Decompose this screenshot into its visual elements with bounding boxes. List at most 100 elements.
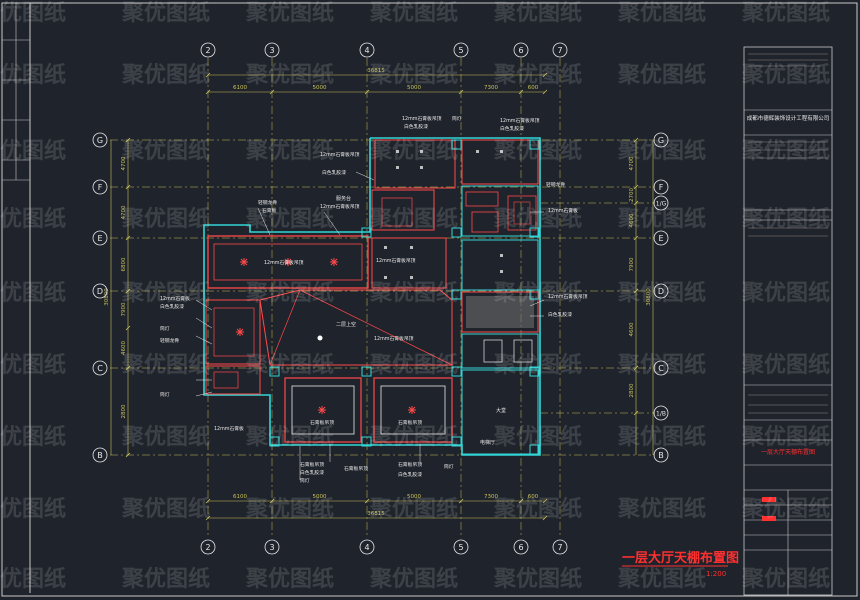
watermark-text: 聚优图纸: [369, 566, 458, 592]
note-bottom-3: 筒灯: [300, 477, 310, 484]
grid-label-row: F: [659, 183, 664, 192]
watermark-text: 聚优图纸: [245, 424, 334, 450]
grid-label-col: 5: [458, 46, 463, 55]
watermark-text: 聚优图纸: [0, 138, 66, 164]
grid-bubble-4: [359, 539, 375, 555]
void-diagonal-2: [299, 289, 453, 366]
watermark-text: 聚优图纸: [741, 424, 830, 450]
void-diagonal-1: [269, 289, 301, 366]
watermark-text: 聚优图纸: [245, 0, 334, 26]
grid-label-col: 3: [269, 543, 274, 552]
watermark-text: 聚优图纸: [245, 352, 334, 378]
dim-value: 4700: [629, 156, 635, 170]
watermark-text: 聚优图纸: [121, 62, 210, 88]
dim-value: 7900: [121, 302, 127, 316]
room-label-big: 大堂: [496, 407, 506, 414]
watermark-text: 聚优图纸: [121, 566, 210, 592]
dim-value: 5000: [407, 494, 421, 500]
note-zone3: 12mm石膏板吊顶: [376, 257, 416, 264]
grid-bubble-3: [264, 539, 280, 555]
dim-value: 5000: [407, 85, 421, 91]
dim-tick: [458, 89, 464, 95]
grid-label-row: D: [658, 287, 664, 296]
watermark-text: 聚优图纸: [369, 138, 458, 164]
note-zone1: 12mm石膏板吊顶: [264, 259, 304, 266]
watermark-text: 聚优图纸: [617, 62, 706, 88]
watermark-text: 聚优图纸: [493, 566, 582, 592]
dim-tick: [125, 325, 131, 331]
grid-bubble-E: [653, 230, 669, 246]
note-room-b2: 石膏板吊顶: [398, 419, 422, 426]
grid-label-row: B: [658, 451, 664, 460]
ceiling-zone-3: [371, 237, 447, 289]
watermark-text: 聚优图纸: [0, 496, 66, 522]
grid-label-extra: 1/B: [656, 411, 666, 418]
dim-value: 7300: [484, 85, 498, 91]
watermark-text: 聚优图纸: [0, 206, 66, 232]
left-title-strip: [2, 3, 30, 181]
watermark-text: 聚优图纸: [741, 0, 830, 26]
dim-tick: [205, 89, 211, 95]
grid-bubble-D: [92, 283, 108, 299]
note-top-4: 12mm石膏板吊顶: [500, 117, 540, 124]
dim-tick: [269, 498, 275, 504]
drawing-title: 一层大厅天棚布置图: [622, 550, 739, 566]
grid-bubble-F: [92, 179, 108, 195]
dim-total: 36815: [367, 68, 385, 74]
note-top-left-2: 石膏板: [262, 207, 277, 214]
grid-bubble-5: [453, 539, 469, 555]
watermark-text: 聚优图纸: [0, 280, 66, 306]
watermark-text: 聚优图纸: [493, 496, 582, 522]
dim-tick: [542, 515, 548, 521]
grid-bubble-C: [653, 360, 669, 376]
dim-value: 6800: [121, 257, 127, 271]
watermark-text: 聚优图纸: [741, 280, 830, 306]
company-name: 成都市德辉装饰设计工程有限公司: [747, 114, 830, 122]
grid-bubble-6: [513, 539, 529, 555]
grid-bubble-3: [264, 42, 280, 58]
note-right-1: 12mm石膏板吊顶: [548, 293, 588, 300]
dim-tick: [542, 89, 548, 95]
watermark-text: 聚优图纸: [493, 0, 582, 26]
dim-value: 4600: [629, 322, 635, 336]
dim-tick: [125, 452, 131, 458]
downlights: [384, 150, 503, 279]
watermark-text: 聚优图纸: [617, 496, 706, 522]
grid-bubble-C: [92, 360, 108, 376]
leader-lines: [195, 171, 545, 480]
note-room-b1: 石膏板吊顶: [310, 419, 334, 426]
dim-tick: [364, 498, 370, 504]
dim-value: 4700: [121, 205, 127, 219]
watermark-text: 聚优图纸: [245, 280, 334, 306]
grid-label-row: E: [97, 234, 102, 243]
watermark-text: 聚优图纸: [741, 496, 830, 522]
dim-value: 4600: [121, 341, 127, 355]
right-room-hatched: [461, 291, 539, 333]
note-top-3: 筒灯: [452, 115, 462, 122]
dim-tick: [125, 235, 131, 241]
columns: [269, 139, 540, 455]
dim-tick: [633, 235, 639, 241]
grid-label-row: D: [97, 287, 103, 296]
dim-value: 2700: [629, 188, 635, 202]
building-outline: [203, 137, 541, 456]
dim-tick: [125, 184, 131, 190]
grid-label-row: C: [658, 364, 664, 373]
dim-tick: [125, 288, 131, 294]
dim-tick: [633, 137, 639, 143]
grid-bubble-D: [653, 283, 669, 299]
watermark-text: 聚优图纸: [121, 280, 210, 306]
note-top-1: 12mm石膏板吊顶: [402, 115, 442, 122]
bottom-room-2: [373, 377, 453, 443]
dim-tick: [205, 72, 211, 78]
grid-bubble-6: [513, 42, 529, 58]
watermark-text: 聚优图纸: [741, 566, 830, 592]
note-left-2: 白色乳胶漆: [160, 303, 184, 310]
grid-label-row: G: [97, 136, 103, 145]
dim-value: 5000: [313, 85, 327, 91]
watermark-text: 聚优图纸: [369, 352, 458, 378]
